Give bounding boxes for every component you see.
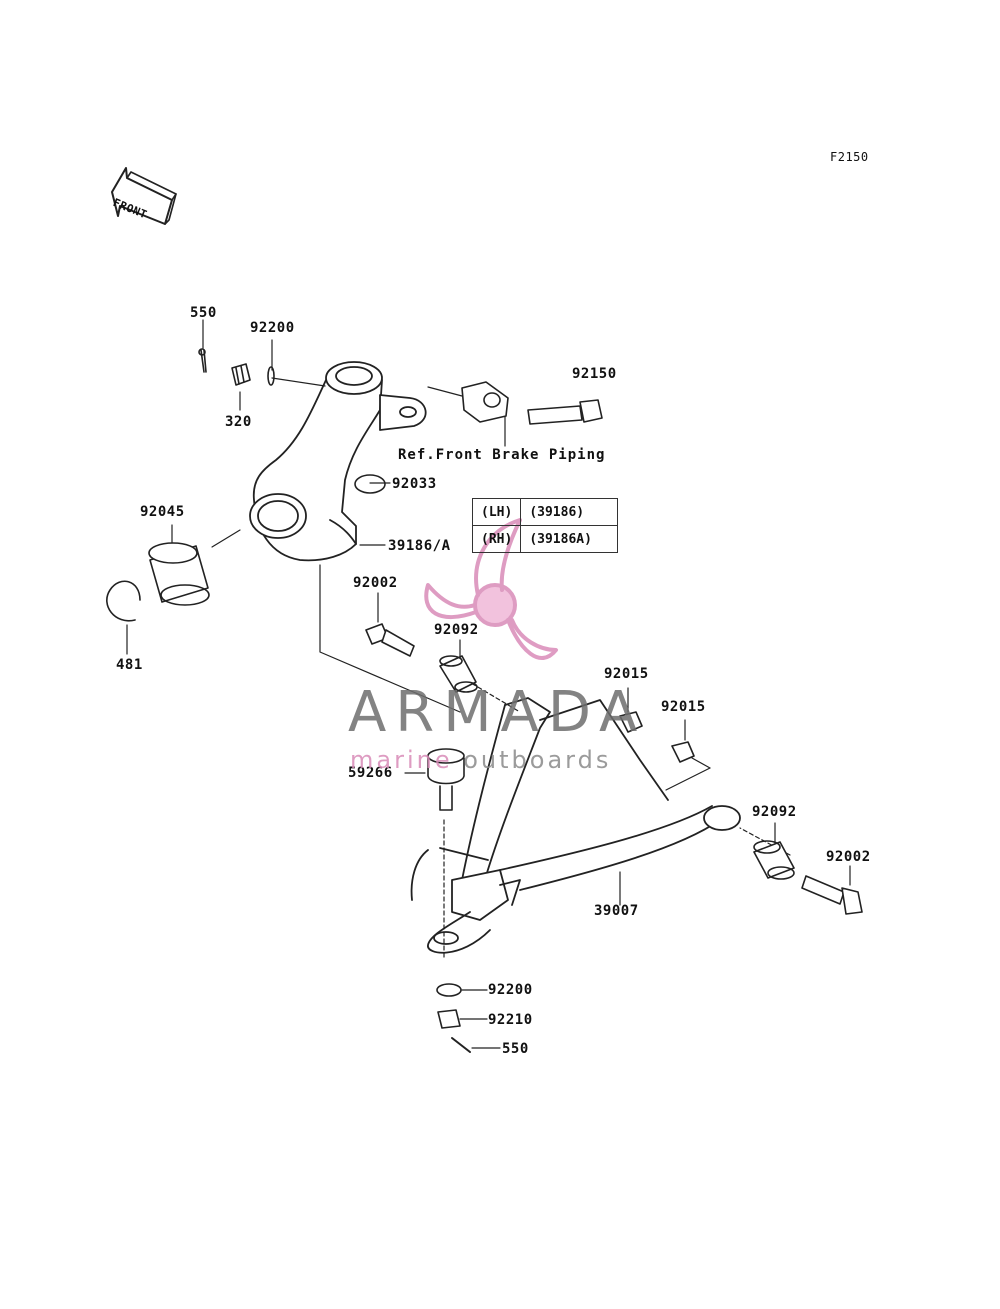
washer-icon xyxy=(267,366,275,386)
cotter-pin-icon xyxy=(198,348,207,373)
bolt-icon xyxy=(365,623,415,657)
propeller-logo-icon xyxy=(424,518,558,660)
part-label-92002: 92002 xyxy=(353,575,398,591)
bushing-icon xyxy=(753,840,795,880)
washer-icon xyxy=(436,983,462,997)
part-label-92015: 92015 xyxy=(661,699,706,715)
bolt-icon xyxy=(801,875,863,915)
part-label-39186a: 39186/A xyxy=(388,538,451,554)
watermark-tagline-outboards: outboards xyxy=(452,746,612,774)
table-row: (RH) (39186A) xyxy=(471,525,619,553)
bolt-icon xyxy=(527,399,603,425)
part-label-550: 550 xyxy=(190,305,217,321)
part-cell: (39186A) xyxy=(520,525,619,553)
part-label-481: 481 xyxy=(116,657,143,673)
a-arm-icon xyxy=(410,697,741,954)
table-row: (LH) (39186) xyxy=(471,498,619,526)
part-label-92092: 92092 xyxy=(752,804,797,820)
side-cell: (LH) xyxy=(471,498,522,526)
part-label-320: 320 xyxy=(225,414,252,430)
brake-caliper-bracket-icon xyxy=(461,381,509,423)
ref-front-brake-piping: Ref.Front Brake Piping xyxy=(398,447,606,463)
side-variant-table: (LH) (39186) (RH) (39186A) xyxy=(471,498,619,553)
side-cell: (RH) xyxy=(471,525,522,553)
castle-nut-icon xyxy=(437,1009,461,1029)
watermark-brand: ARMADA xyxy=(348,680,647,745)
part-label-59266: 59266 xyxy=(348,765,393,781)
part-label-550: 550 xyxy=(502,1041,529,1057)
part-label-92033: 92033 xyxy=(392,476,437,492)
cotter-pin-icon xyxy=(451,1037,471,1053)
watermark-tagline: marine outboards xyxy=(350,746,611,774)
part-label-92045: 92045 xyxy=(140,504,185,520)
part-label-92092: 92092 xyxy=(434,622,479,638)
part-label-92150: 92150 xyxy=(572,366,617,382)
bearing-icon xyxy=(148,542,210,606)
part-label-92200: 92200 xyxy=(250,320,295,336)
ball-joint-icon xyxy=(427,748,465,811)
part-label-92015: 92015 xyxy=(604,666,649,682)
knuckle-icon xyxy=(249,361,427,562)
snap-ring-icon xyxy=(354,474,386,494)
part-cell: (39186) xyxy=(520,498,619,526)
front-arrow-icon xyxy=(111,167,177,225)
watermark-tagline-marine: marine xyxy=(350,746,453,774)
part-label-92200: 92200 xyxy=(488,982,533,998)
part-label-92002: 92002 xyxy=(826,849,871,865)
circlip-icon xyxy=(106,580,141,622)
castle-nut-icon xyxy=(231,363,251,386)
bushing-icon xyxy=(439,655,478,693)
nut-icon xyxy=(671,741,695,763)
diagram-code: F2150 xyxy=(830,150,869,164)
part-label-92210: 92210 xyxy=(488,1012,533,1028)
part-label-39007: 39007 xyxy=(594,903,639,919)
nut-icon xyxy=(619,711,643,733)
